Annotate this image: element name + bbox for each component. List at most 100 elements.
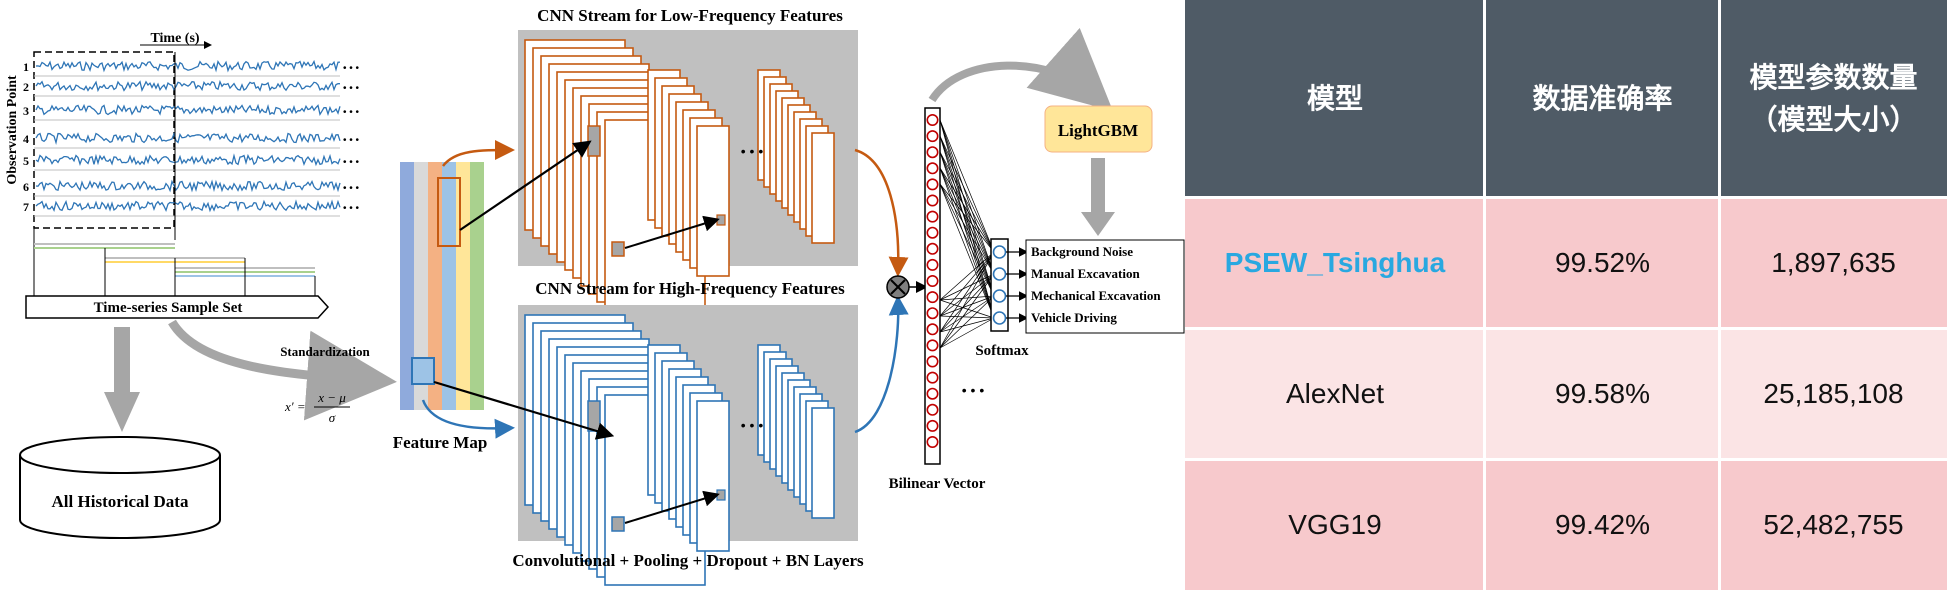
- neuron: [926, 178, 939, 191]
- fc-connection: [939, 119, 995, 319]
- dense-block: [811, 132, 835, 244]
- table-row: 52,482,755: [1720, 459, 1947, 590]
- fc-connection: [939, 135, 995, 275]
- output-class-label: Manual Excavation: [1031, 266, 1140, 281]
- softmax-label: Softmax: [975, 343, 1029, 359]
- fc-connection: [939, 251, 995, 333]
- formula-denominator: σ: [329, 410, 336, 425]
- fc-connection: [939, 119, 995, 253]
- observation-axis-label: Observation Point: [5, 75, 20, 185]
- output-class-label: Mechanical Excavation: [1031, 288, 1161, 303]
- fc-connection: [939, 151, 995, 297]
- fc-connection: [939, 135, 995, 297]
- fc-connection: [939, 299, 995, 319]
- neuron: [926, 355, 939, 368]
- pooling-arrow: [624, 215, 720, 249]
- down-arrow-to-data: [104, 327, 140, 432]
- row-ellipsis: • • •: [343, 157, 360, 168]
- fc-connection: [939, 183, 995, 275]
- pool-block: [696, 125, 730, 277]
- accuracy-value: 99.52%: [1555, 246, 1650, 278]
- model-name: PSEW_Tsinghua: [1224, 246, 1446, 278]
- architecture-diagram: Time (s) Observation Point 1• • •2• • •3…: [5, 6, 1185, 586]
- softmax-node: [992, 245, 1007, 259]
- output-class-label: Background Noise: [1031, 244, 1133, 259]
- fc-connection: [939, 167, 995, 297]
- feature-map: [400, 162, 484, 410]
- pool-block: [696, 400, 730, 552]
- observation-id: 7: [23, 200, 29, 214]
- table-row: AlexNet: [1185, 328, 1485, 459]
- bilinear-neurons: [926, 114, 939, 448]
- fc-connection: [939, 135, 995, 319]
- fc-connection: [939, 151, 995, 319]
- signal-trace: [35, 59, 341, 73]
- neuron: [926, 387, 939, 400]
- neuron: [926, 307, 939, 320]
- row-ellipsis: • • •: [343, 83, 360, 94]
- sliding-sample-lines: [34, 243, 316, 300]
- historical-data-label: All Historical Data: [52, 492, 189, 511]
- bilinear-product-icon: [886, 275, 910, 299]
- formula-lhs: x′ =: [284, 399, 306, 414]
- fc-connection: [939, 251, 995, 301]
- historical-data-cylinder: [19, 436, 221, 539]
- bilinear-ellipsis: • • •: [962, 382, 985, 398]
- table-row: PSEW_Tsinghua: [1185, 197, 1485, 328]
- standardization-label: Standardization: [280, 344, 370, 359]
- pooling-arrow: [624, 490, 720, 524]
- high-stream-connector: [421, 399, 515, 439]
- fully-connected-lines: [939, 119, 995, 349]
- row-divider: [1185, 458, 1947, 461]
- dense-block: [811, 407, 835, 519]
- signal-window: [33, 51, 175, 229]
- fc-connection: [939, 273, 995, 333]
- table-row: VGG19: [1185, 459, 1485, 590]
- bilinear-label: Bilinear Vector: [889, 476, 986, 492]
- standardization-formula: x′ = x − μ σ: [284, 390, 350, 425]
- signal-traces: [34, 59, 341, 217]
- signal-trace: [35, 153, 341, 167]
- signal-trace: [35, 79, 340, 93]
- table-row: 1,897,635: [1720, 197, 1947, 328]
- output-class-box: [1025, 239, 1185, 334]
- column-divider: [1718, 0, 1721, 590]
- row-ellipsis: • • •: [343, 135, 360, 146]
- model-comparison-table: 模型 数据准确率 模型参数数量 （模型大小） PSEW_Tsinghua 99.…: [1185, 0, 1947, 590]
- fc-connection: [939, 151, 995, 275]
- dense-cell: [716, 214, 726, 226]
- fc-connection: [939, 273, 995, 349]
- fc-connection: [939, 119, 995, 297]
- fc-connection: [939, 295, 995, 301]
- fc-connection: [939, 273, 995, 301]
- neuron: [926, 403, 939, 416]
- fc-connection: [939, 135, 995, 253]
- pooled-cell: [611, 516, 625, 532]
- header-params: 模型参数数量 （模型大小）: [1720, 0, 1947, 197]
- fc-connection: [939, 295, 995, 333]
- high-stream-layers: [433, 314, 835, 586]
- observation-id: 3: [23, 104, 29, 118]
- neuron: [926, 162, 939, 175]
- fc-connection: [939, 119, 995, 275]
- softmax-nodes: [992, 245, 1029, 325]
- params-value: 1,897,635: [1771, 246, 1896, 278]
- low-stream-title: CNN Stream for Low-Frequency Features: [537, 6, 843, 25]
- model-name: VGG19: [1288, 508, 1382, 540]
- table-row: 99.52%: [1485, 197, 1720, 328]
- low-layer-ellipsis: • • •: [741, 143, 764, 159]
- observation-id: 2: [23, 80, 29, 94]
- low-stream-layers: [459, 39, 835, 311]
- softmax-layer: [990, 238, 1009, 332]
- pooled-cell: [611, 241, 625, 257]
- neuron: [926, 339, 939, 352]
- header-accuracy-text: 数据准确率: [1532, 82, 1673, 114]
- standardization-arrow: [168, 319, 397, 421]
- neuron: [926, 323, 939, 336]
- neuron: [926, 371, 939, 384]
- row-ellipsis: • • •: [343, 63, 360, 74]
- params-value: 52,482,755: [1763, 508, 1904, 540]
- fc-connection: [939, 183, 995, 253]
- neuron: [926, 291, 939, 304]
- row-ellipsis: • • •: [343, 183, 360, 194]
